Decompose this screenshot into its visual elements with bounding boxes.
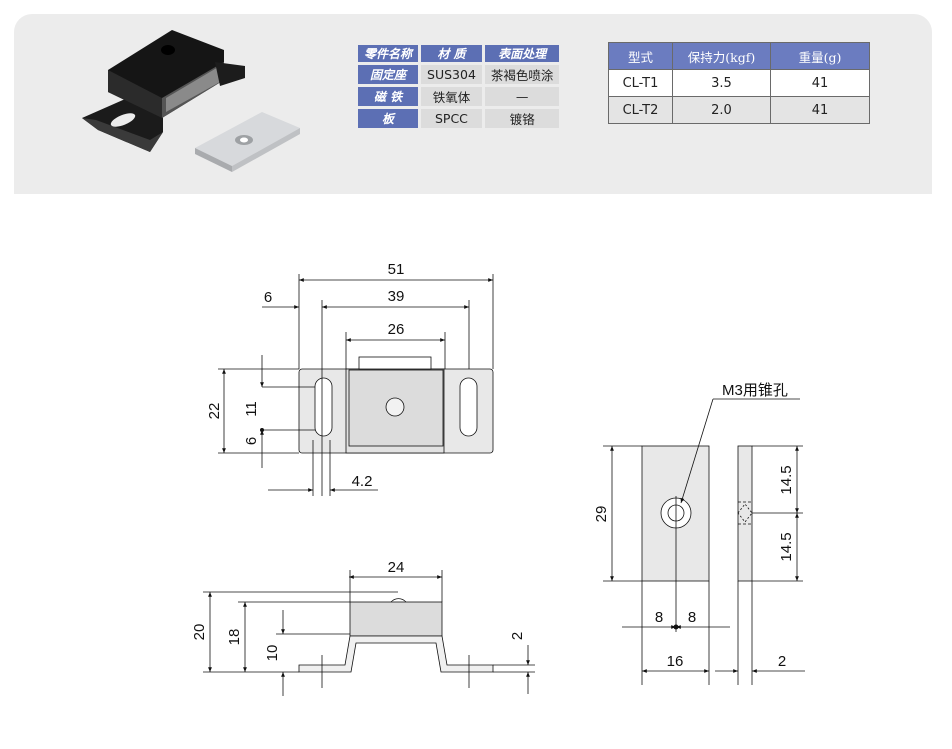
dim-half-upper: 14.5 bbox=[778, 465, 795, 494]
material-header-finish: 表面处理 bbox=[484, 45, 560, 62]
plate-view bbox=[603, 398, 805, 685]
dim-bottom-offset: 6 bbox=[243, 437, 260, 445]
dim-magnet-width: 26 bbox=[388, 321, 405, 338]
dim-body-height: 10 bbox=[264, 645, 281, 662]
dim-flange-thickness: 2 bbox=[509, 632, 526, 640]
material-row-finish: 镀铬 bbox=[484, 109, 560, 128]
dim-height: 22 bbox=[206, 403, 223, 420]
material-header-part: 零件名称 bbox=[358, 45, 419, 62]
spec-row-force: 3.5 bbox=[672, 69, 771, 97]
dim-top-width: 51 bbox=[388, 261, 405, 278]
dim-slot-width: 4.2 bbox=[352, 473, 373, 490]
spec-row-force: 2.0 bbox=[672, 96, 771, 124]
spec-header-weight: 重量(g) bbox=[770, 42, 870, 70]
dim-magnet-height: 18 bbox=[226, 629, 243, 646]
material-row-material: SPCC bbox=[421, 109, 482, 128]
dim-slot-length: 11 bbox=[243, 401, 260, 417]
material-row-material: 铁氧体 bbox=[421, 87, 482, 106]
material-row-finish: 茶褐色喷涂 bbox=[484, 65, 560, 84]
spec-row-weight: 41 bbox=[770, 69, 870, 97]
spec-table: 型式 保持力(kgf) 重量(g) CL-T1 3.5 41 CL-T2 2.0… bbox=[608, 42, 870, 124]
dim-side-width: 24 bbox=[388, 559, 405, 576]
dim-plate-height: 29 bbox=[593, 506, 610, 523]
spec-row-model: CL-T2 bbox=[608, 96, 673, 124]
dim-plate-width: 16 bbox=[667, 653, 684, 670]
material-row-part: 固定座 bbox=[358, 65, 419, 84]
spec-row-model: CL-T1 bbox=[608, 69, 673, 97]
dim-half-right: 8 bbox=[688, 609, 696, 626]
material-row-material: SUS304 bbox=[421, 65, 482, 84]
product-photo bbox=[82, 30, 300, 172]
material-row-finish: — bbox=[484, 87, 560, 106]
side-view bbox=[203, 570, 535, 696]
dim-half-left: 8 bbox=[655, 609, 663, 626]
dim-hole-span: 39 bbox=[388, 288, 405, 305]
spec-header-force: 保持力(kgf) bbox=[672, 42, 771, 70]
dim-half-lower: 14.5 bbox=[778, 532, 795, 561]
spec-row-weight: 41 bbox=[770, 96, 870, 124]
material-table: 零件名称 材 质 表面处理 固定座 SUS304 茶褐色喷涂 磁 铁 铁氧体 —… bbox=[355, 42, 562, 131]
top-view bbox=[218, 274, 494, 496]
dim-plate-thickness: 2 bbox=[778, 653, 786, 670]
material-row-part: 磁 铁 bbox=[358, 87, 419, 106]
hole-note: M3用锥孔 bbox=[722, 382, 788, 399]
material-header-material: 材 质 bbox=[421, 45, 482, 62]
dim-total-height: 20 bbox=[191, 624, 208, 641]
dim-edge-offset: 6 bbox=[264, 289, 272, 306]
material-row-part: 板 bbox=[358, 109, 419, 128]
